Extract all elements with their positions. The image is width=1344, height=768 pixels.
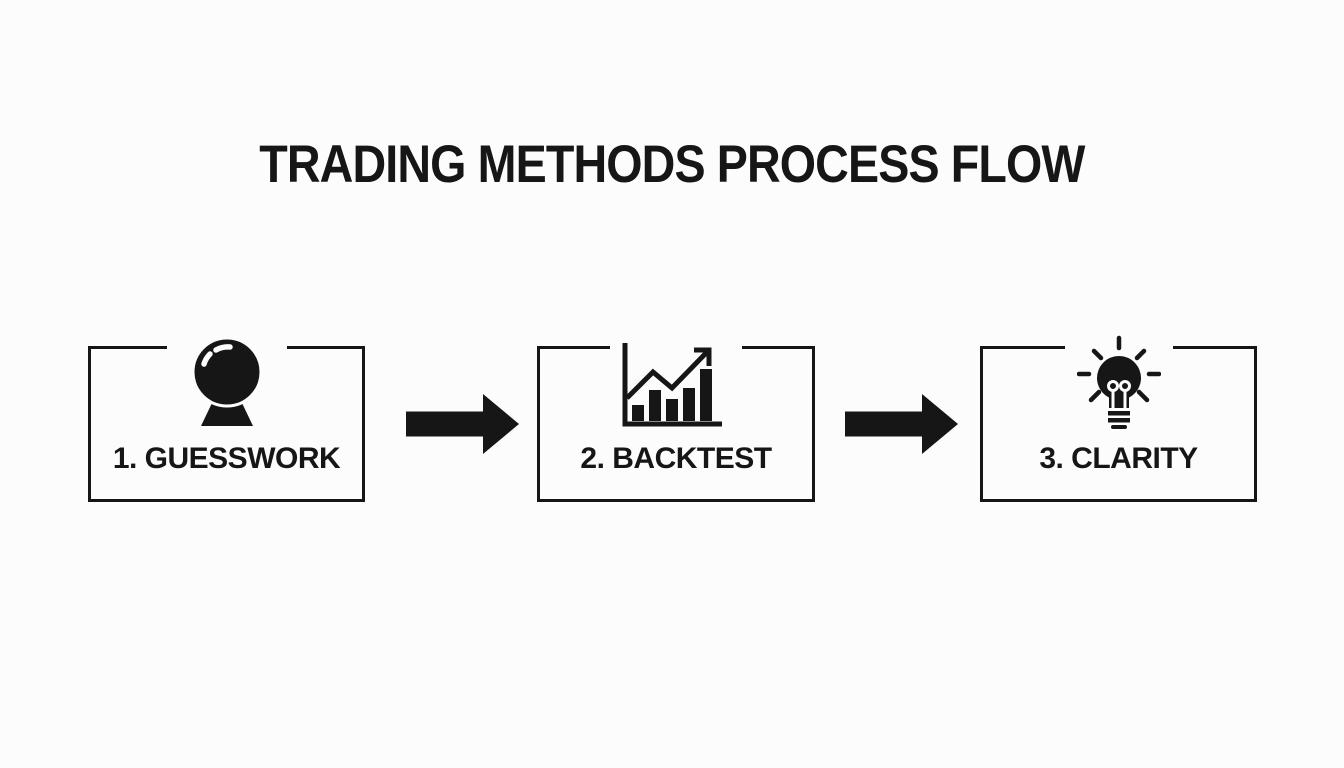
step-icon-cap (166, 336, 287, 432)
page-title-text: TRADING METHODS PROCESS FLOW (259, 135, 1085, 194)
lightbulb-idea-icon (1076, 335, 1161, 429)
crystal-ball-icon (191, 336, 262, 426)
arrow-right-icon (406, 394, 519, 454)
step-label-guesswork: 1. GUESSWORK (112, 442, 341, 475)
growth-bar-chart-icon (622, 343, 722, 427)
step-box-backtest: 2. BACKTEST (537, 341, 815, 502)
step-box-guesswork: 1. GUESSWORK (88, 336, 365, 502)
step-label-clarity: 3. CLARITY (1039, 442, 1198, 475)
step-icon-cap (1064, 334, 1173, 430)
arrow-right-icon (845, 394, 958, 454)
step-box-clarity: 3. CLARITY (980, 334, 1257, 502)
step-label-backtest: 2. BACKTEST (580, 442, 772, 475)
step-icon-cap (610, 341, 742, 429)
page-title: TRADING METHODS PROCESS FLOW (0, 134, 1344, 195)
